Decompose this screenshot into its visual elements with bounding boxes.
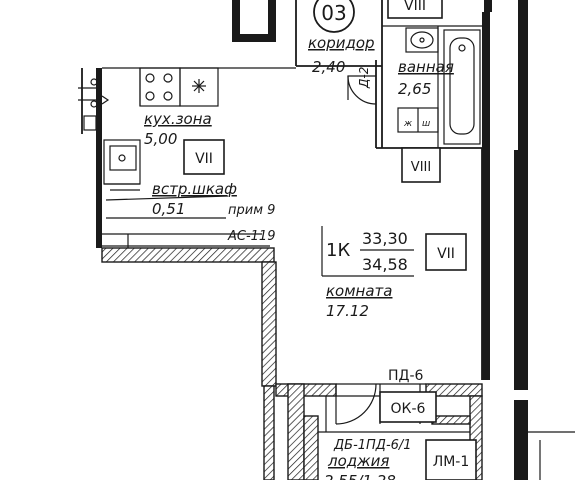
tag-room-vii: VII <box>425 233 467 271</box>
washer-icon <box>397 107 439 133</box>
kitchen-sink-icon <box>103 139 141 185</box>
kitchen-area: 5,00 <box>144 130 177 148</box>
bath-small-label-a: ж <box>403 119 413 129</box>
riser-pipes <box>78 68 110 134</box>
svg-text:ОК-6: ОК-6 <box>391 401 426 417</box>
walls <box>96 0 528 480</box>
svg-text:VII: VII <box>437 246 455 262</box>
tag-lm1: ЛМ-1 <box>425 439 477 480</box>
bathtub-icon <box>443 29 481 145</box>
room-area: 17.12 <box>326 302 369 320</box>
corridor-name: коридор <box>308 34 375 52</box>
stove-icon <box>139 67 219 107</box>
bath-dimension: Д-2 <box>357 67 371 89</box>
corridor-area: 2,40 <box>312 58 345 76</box>
tag-pd6: ПД-6 <box>388 368 424 384</box>
closet-name: встр.шкаф <box>152 180 237 198</box>
hatched-walls <box>101 247 483 480</box>
svg-text:VIII: VIII <box>411 160 431 175</box>
kitchen-name: кух.зона <box>144 110 212 128</box>
note-ref: прим 9 <box>228 203 275 218</box>
section-number-badge: 03 <box>313 0 355 33</box>
bathroom-name: ванная <box>398 58 454 76</box>
tag-top-viii: VIII <box>387 0 443 19</box>
loggia-name: лоджия <box>327 452 389 470</box>
svg-text:03: 03 <box>321 1 346 25</box>
loggia-codes: ДБ-1ПД-6/1 <box>333 438 412 453</box>
bathroom-door <box>347 75 377 105</box>
tag-ok6: ОК-6 <box>379 391 437 423</box>
bath-small-label-b: ш <box>422 119 430 129</box>
bathroom-area: 2,65 <box>398 80 431 98</box>
note-code: АС-119 <box>227 229 275 244</box>
balcony-door <box>335 383 377 425</box>
washbasin-icon <box>405 27 439 53</box>
tag-bath-viii: VIII <box>401 147 441 183</box>
apartment-area-block: 1К 33,30 34,58 <box>321 226 414 277</box>
svg-text:VII: VII <box>195 151 213 167</box>
loggia-area: 2,55/1,28 <box>324 472 396 480</box>
apartment-type: 1К <box>326 240 350 261</box>
tag-kitchen-vii: VII <box>183 139 225 175</box>
closet-area: 0,51 <box>152 200 185 218</box>
svg-text:ЛМ-1: ЛМ-1 <box>433 454 470 470</box>
room-name: комната <box>326 282 392 300</box>
apartment-area-total: 34,58 <box>362 255 408 274</box>
apartment-area-living: 33,30 <box>362 229 408 248</box>
svg-text:VIII: VIII <box>404 0 426 14</box>
